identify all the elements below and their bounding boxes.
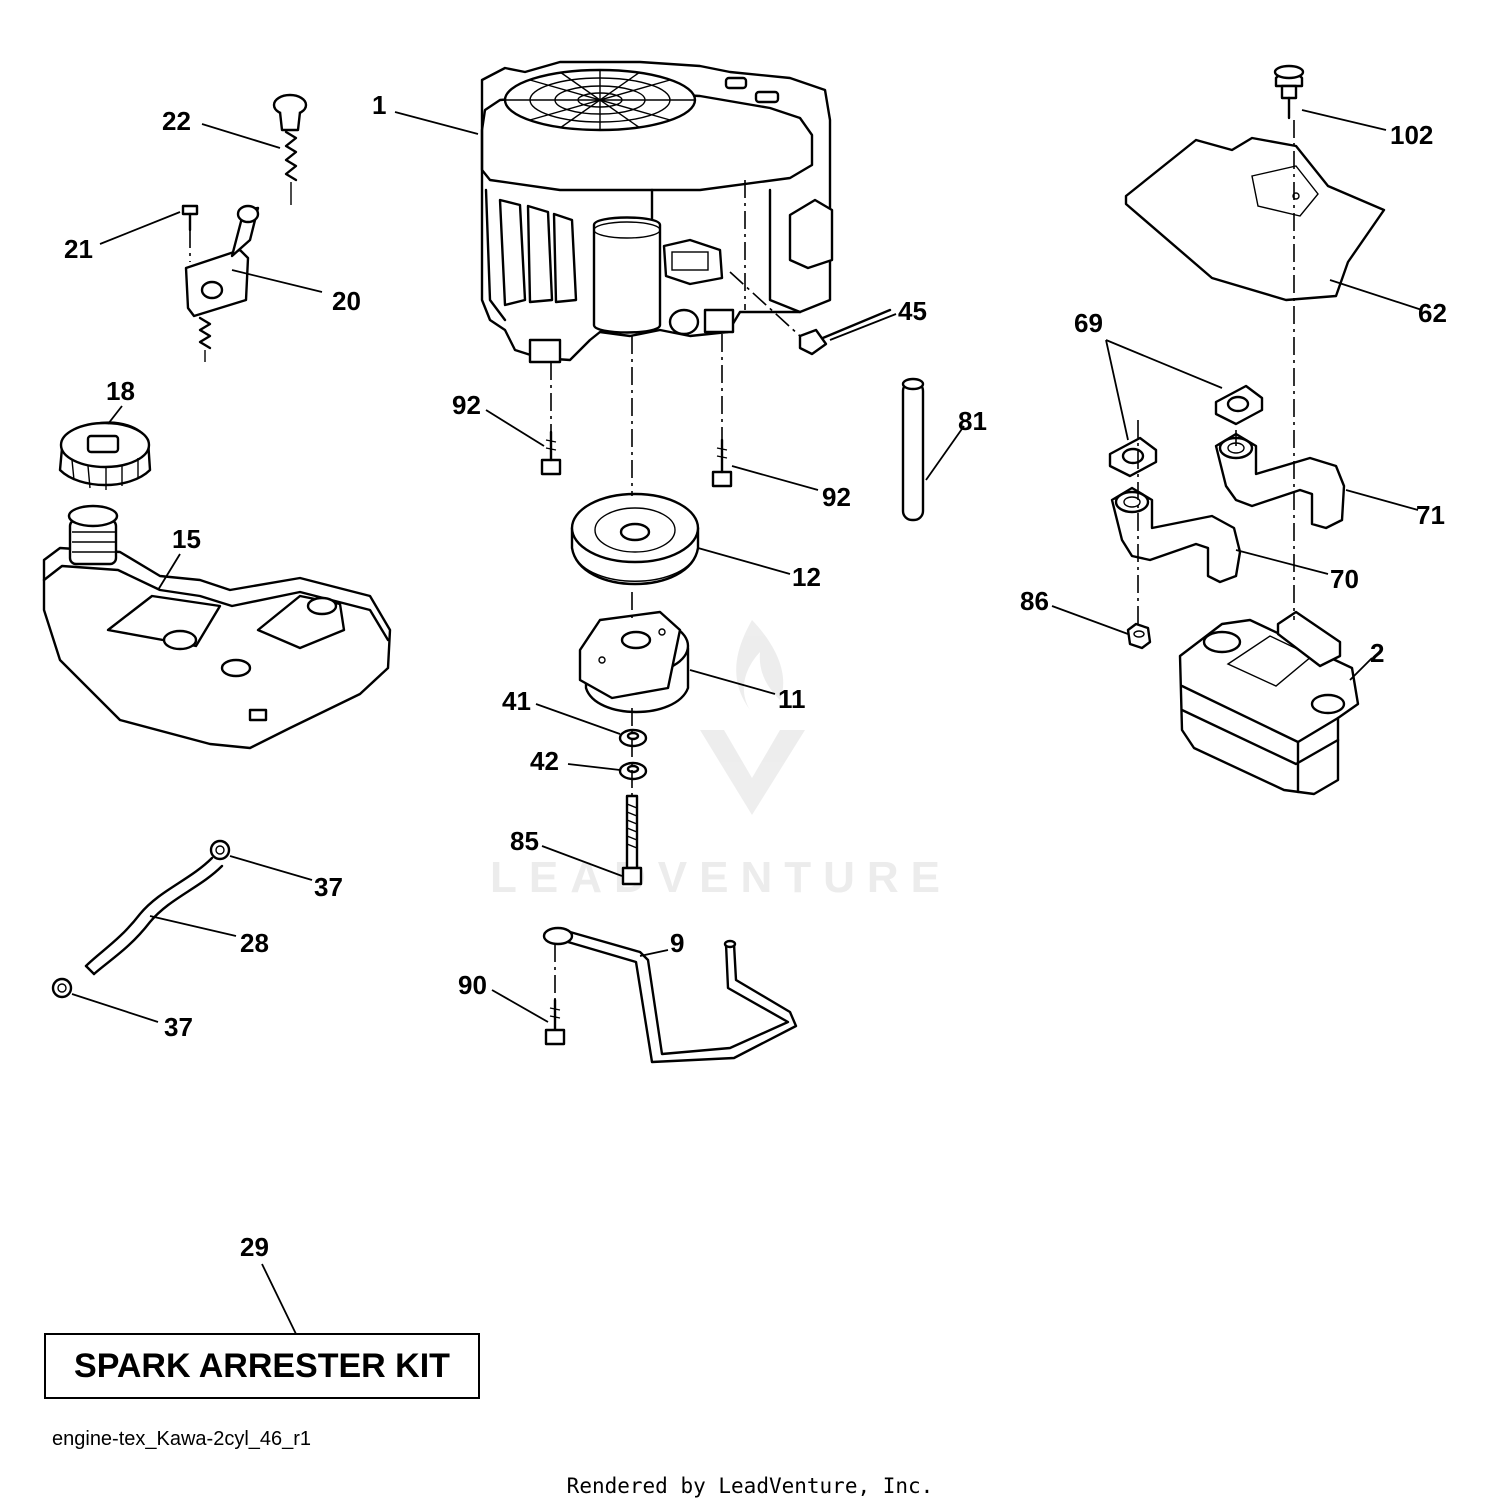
callout-29: 29 bbox=[240, 1232, 269, 1262]
exhaust-pipe-right-part[interactable] bbox=[1214, 432, 1346, 530]
leader-lines bbox=[71, 109, 1423, 1335]
callout-9: 9 bbox=[670, 928, 684, 958]
muffler-part[interactable] bbox=[1178, 610, 1360, 796]
washer-42-part[interactable] bbox=[618, 761, 648, 781]
callout-18: 18 bbox=[106, 376, 135, 406]
callout-22: 22 bbox=[162, 106, 191, 136]
washer-41-part[interactable] bbox=[618, 728, 648, 748]
throttle-control-part[interactable] bbox=[184, 204, 260, 362]
callout-42: 42 bbox=[530, 746, 559, 776]
callout-28: 28 bbox=[240, 928, 269, 958]
callout-41: 41 bbox=[502, 686, 531, 716]
fuel-line-part[interactable] bbox=[84, 856, 224, 976]
watermark-text: LEADVENTURE bbox=[490, 853, 952, 902]
spark-arrester-kit-box[interactable]: SPARK ARRESTER KIT bbox=[44, 1333, 480, 1399]
engine-pulley-part[interactable] bbox=[570, 492, 700, 586]
diagram-id: engine-tex_Kawa-2cyl_46_r1 bbox=[52, 1428, 312, 1450]
callout-2: 2 bbox=[1370, 638, 1384, 668]
heat-shield-part[interactable] bbox=[1124, 136, 1386, 302]
callout-1: 1 bbox=[372, 90, 386, 120]
callout-62: 62 bbox=[1418, 298, 1447, 328]
callout-70: 70 bbox=[1330, 564, 1359, 594]
callout-69: 69 bbox=[1074, 308, 1103, 338]
callout-15: 15 bbox=[172, 524, 201, 554]
callout-11: 11 bbox=[778, 684, 806, 714]
spark-arrester-kit-label: SPARK ARRESTER KIT bbox=[74, 1346, 450, 1385]
exhaust-gasket-lower-part[interactable] bbox=[1108, 436, 1158, 478]
fuel-tank-part[interactable] bbox=[42, 504, 392, 750]
callout-86: 86 bbox=[1020, 586, 1049, 616]
engine-bracket-rod-part[interactable] bbox=[542, 926, 798, 1064]
fuel-cap-part[interactable] bbox=[58, 421, 152, 490]
callout-90: 90 bbox=[458, 970, 487, 1000]
pto-clutch-part[interactable] bbox=[578, 610, 690, 714]
engine-bolt-left-part[interactable] bbox=[540, 430, 562, 476]
hose-clamp-upper-part[interactable] bbox=[209, 839, 231, 861]
callout-92-right: 92 bbox=[822, 482, 851, 512]
choke-knob-part[interactable] bbox=[272, 93, 308, 205]
hose-clamp-lower-part[interactable] bbox=[51, 977, 73, 999]
bracket-bolt-part[interactable] bbox=[544, 998, 566, 1046]
exhaust-pipe-left-part[interactable] bbox=[1110, 486, 1242, 584]
callout-numbers: 1 22 21 20 18 15 92 92 45 81 69 62 102 7… bbox=[64, 90, 1447, 1262]
callout-71: 71 bbox=[1416, 500, 1445, 530]
oil-drain-tube-part[interactable] bbox=[901, 377, 925, 522]
callout-92-left: 92 bbox=[452, 390, 481, 420]
callout-20: 20 bbox=[332, 286, 361, 316]
oil-drain-valve-part[interactable] bbox=[798, 308, 892, 356]
callout-81: 81 bbox=[958, 406, 987, 436]
callout-37-upper: 37 bbox=[314, 872, 343, 902]
callout-37-lower: 37 bbox=[164, 1012, 193, 1042]
exhaust-gasket-upper-part[interactable] bbox=[1214, 384, 1264, 426]
callout-12: 12 bbox=[792, 562, 821, 592]
rendered-by-footer: Rendered by LeadVenture, Inc. bbox=[566, 1474, 934, 1498]
exhaust-nut-part[interactable] bbox=[1126, 622, 1152, 650]
callout-21: 21 bbox=[64, 234, 93, 264]
clutch-bolt-part[interactable] bbox=[621, 794, 643, 886]
callout-45: 45 bbox=[898, 296, 927, 326]
callout-85: 85 bbox=[510, 826, 539, 856]
shield-screw-part[interactable] bbox=[1273, 64, 1305, 120]
engine-part[interactable] bbox=[480, 60, 834, 364]
watermark-logo bbox=[700, 620, 805, 815]
screw-part[interactable] bbox=[181, 204, 199, 232]
callout-102: 102 bbox=[1390, 120, 1433, 150]
alignment-lines bbox=[189, 120, 1295, 1000]
engine-bolt-right-part[interactable] bbox=[711, 438, 733, 488]
